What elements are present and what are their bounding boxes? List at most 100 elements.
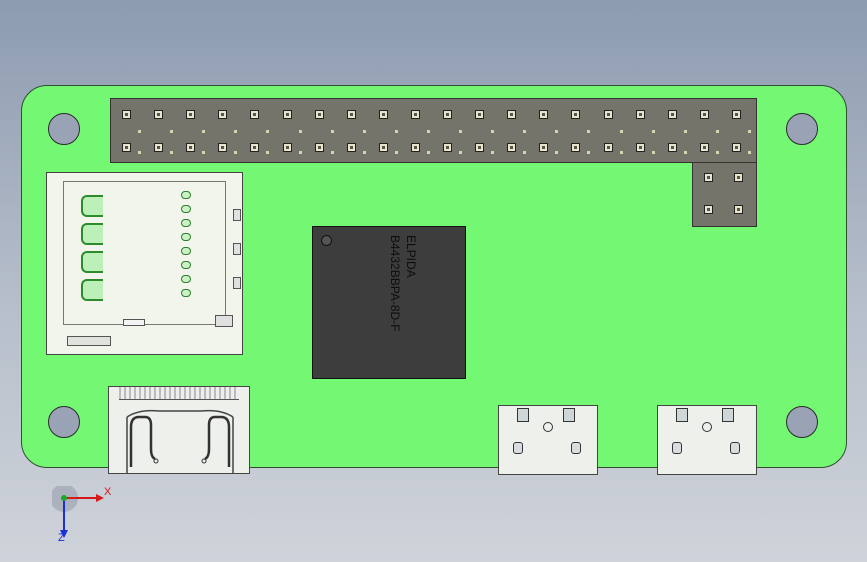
microsd-slot[interactable] — [46, 172, 243, 355]
sd-contact — [181, 219, 191, 227]
gpio-pin — [603, 143, 613, 152]
gpio-pin — [507, 110, 517, 119]
gpio-pin-marker — [170, 151, 174, 154]
triad-graphic — [50, 484, 104, 538]
gpio-pin-marker — [523, 151, 527, 154]
usb-center-dot — [543, 422, 553, 432]
usb-tab — [517, 408, 529, 422]
gpio-ext-pin — [734, 205, 743, 214]
gpio-pin-marker — [747, 151, 751, 154]
gpio-pin-marker — [491, 151, 495, 154]
sd-contact — [181, 289, 191, 297]
chip-label: ELPIDA B4432BBPA-8D-F — [387, 235, 419, 332]
gpio-pin — [154, 110, 164, 119]
gpio-pin — [507, 143, 517, 152]
usb-pin — [513, 442, 523, 454]
gpio-pin-marker — [491, 130, 495, 133]
gpio-pin-marker — [587, 130, 591, 133]
gpio-pin-marker — [715, 130, 719, 133]
gpio-pin — [699, 110, 709, 119]
gpio-pin-marker — [234, 130, 238, 133]
gpio-pin-marker — [747, 130, 751, 133]
gpio-pin — [186, 143, 196, 152]
gpio-pin — [443, 143, 452, 152]
mount-hole-top-right — [786, 113, 818, 145]
gpio-pin — [346, 110, 356, 119]
gpio-pin-marker — [555, 151, 559, 154]
gpio-pin-marker — [330, 130, 334, 133]
gpio-pin-marker — [651, 130, 655, 133]
gpio-pin-marker — [362, 151, 366, 154]
triad-z-label: Z — [58, 532, 65, 544]
gpio-pin-marker — [619, 130, 623, 133]
mount-hole-bottom-left — [48, 406, 80, 438]
mini-hdmi-port[interactable] — [108, 386, 250, 474]
usb-tab — [563, 408, 575, 422]
usb-pin — [730, 442, 740, 454]
gpio-header[interactable] — [110, 98, 757, 163]
gpio-pin — [731, 143, 741, 152]
gpio-pin-marker — [138, 151, 141, 154]
gpio-header-extension[interactable] — [692, 163, 757, 227]
gpio-pin-marker — [266, 130, 270, 133]
gpio-pin — [314, 143, 324, 152]
gpio-pin — [667, 143, 677, 152]
sd-contact — [181, 247, 191, 255]
gpio-pin — [667, 110, 677, 119]
gpio-pin — [122, 110, 131, 119]
micro-usb-port-data[interactable] — [498, 405, 598, 475]
gpio-pin-marker — [715, 151, 719, 154]
gpio-pin — [443, 110, 452, 119]
gpio-pin — [410, 110, 420, 119]
usb-center-dot — [702, 422, 712, 432]
triad-x-label: X — [104, 486, 112, 498]
gpio-pin — [475, 143, 485, 152]
mount-hole-bottom-right — [786, 406, 818, 438]
sd-side-tab — [233, 209, 241, 221]
gpio-pin-marker — [459, 130, 462, 133]
gpio-pin — [539, 143, 549, 152]
gpio-pin — [250, 143, 260, 152]
gpio-pin-marker — [362, 130, 366, 133]
gpio-pin-marker — [683, 130, 687, 133]
usb-pin — [571, 442, 581, 454]
gpio-pin — [314, 110, 324, 119]
gpio-pin — [346, 143, 356, 152]
gpio-pin-marker — [298, 130, 302, 133]
gpio-pin-marker — [426, 130, 430, 133]
gpio-pin — [154, 143, 164, 152]
gpio-pin-marker — [170, 130, 174, 133]
sd-contact — [181, 275, 191, 283]
gpio-pin — [378, 143, 388, 152]
micro-usb-port-power[interactable] — [657, 405, 757, 475]
gpio-pin — [699, 143, 709, 152]
gpio-pin — [122, 143, 131, 152]
usb-tab — [722, 408, 734, 422]
chip-label-line1: ELPIDA — [404, 235, 418, 278]
gpio-pin — [731, 110, 741, 119]
gpio-pin-marker — [234, 151, 238, 154]
gpio-pin-marker — [683, 151, 687, 154]
hdmi-outline — [126, 409, 234, 473]
gpio-pin-marker — [394, 151, 398, 154]
sd-latch — [215, 315, 233, 327]
gpio-pin-marker — [619, 151, 623, 154]
ram-chip[interactable]: ELPIDA B4432BBPA-8D-F — [312, 226, 466, 379]
coordinate-triad-icon: X Z — [50, 484, 112, 546]
gpio-pin-marker — [459, 151, 462, 154]
gpio-pin-marker — [555, 130, 559, 133]
gpio-pin — [571, 110, 581, 119]
gpio-pin-marker — [202, 130, 206, 133]
gpio-pin — [186, 110, 196, 119]
gpio-pin — [635, 143, 645, 152]
gpio-pin — [378, 110, 388, 119]
sd-side-tab — [233, 243, 241, 255]
sd-contact — [181, 191, 191, 199]
gpio-ext-pin — [734, 173, 743, 182]
gpio-pin-marker — [426, 151, 430, 154]
gpio-pin-marker — [394, 130, 398, 133]
gpio-pin — [218, 143, 228, 152]
gpio-pin — [571, 143, 581, 152]
sd-bottom-lip — [67, 336, 111, 346]
